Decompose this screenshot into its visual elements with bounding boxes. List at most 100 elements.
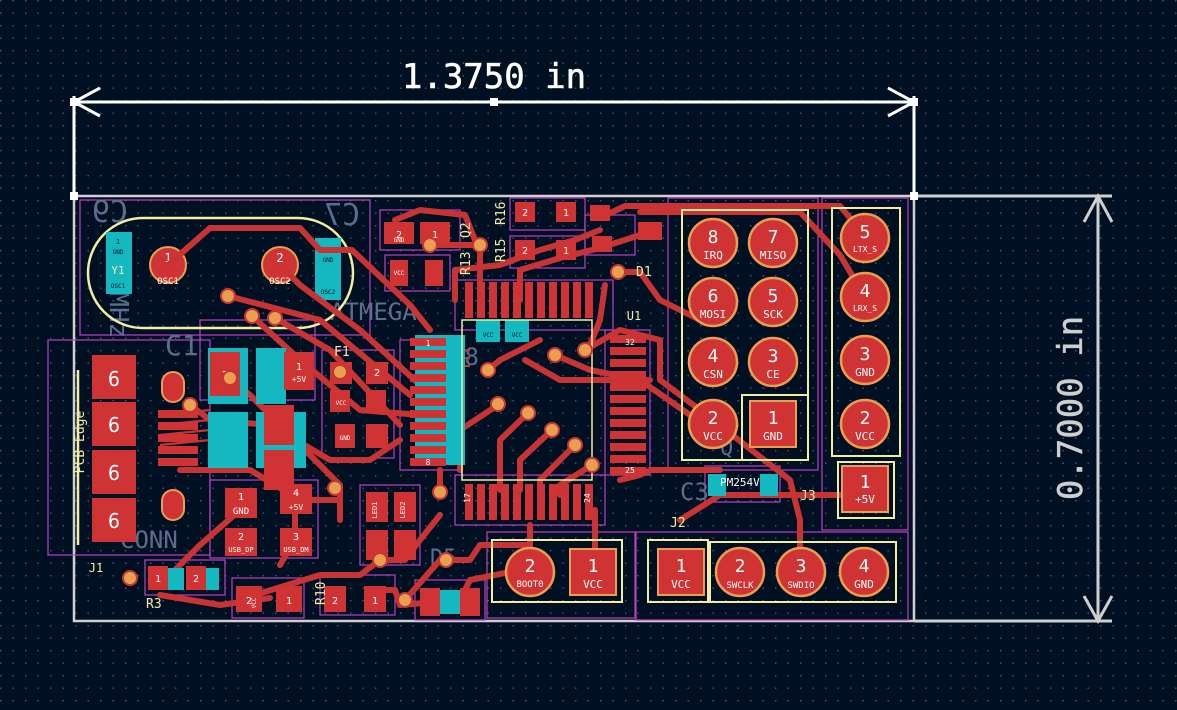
height-dimension[interactable] xyxy=(914,192,1114,625)
svg-text:OSC1: OSC1 xyxy=(111,283,126,290)
svg-text:OSC1: OSC1 xyxy=(157,277,179,287)
svg-text:4: 4 xyxy=(708,346,719,367)
svg-text:USB_DP: USB_DP xyxy=(228,546,253,554)
svg-text:CE: CE xyxy=(766,368,779,381)
svg-text:2: 2 xyxy=(708,408,719,429)
svg-text:3: 3 xyxy=(293,532,299,543)
svg-text:2: 2 xyxy=(374,368,380,379)
svg-text:4: 4 xyxy=(859,556,870,577)
svg-text:R10: R10 xyxy=(314,582,329,605)
svg-text:2: 2 xyxy=(332,596,338,607)
svg-text:GND: GND xyxy=(233,507,249,517)
svg-text:7: 7 xyxy=(768,227,779,248)
width-dimension-label: 1.3750 in xyxy=(402,57,586,97)
svg-text:8: 8 xyxy=(426,458,431,467)
svg-text:OSC2: OSC2 xyxy=(269,277,291,287)
dimension-handle[interactable] xyxy=(910,98,918,106)
header-j3[interactable] xyxy=(681,207,901,519)
svg-text:SWCLK: SWCLK xyxy=(726,581,754,591)
svg-text:2: 2 xyxy=(246,596,252,607)
svg-text:R3: R3 xyxy=(146,597,162,612)
svg-text:GND: GND xyxy=(763,430,783,443)
header-j3-pin-text: 8 IRQ 7 MISO 6 MOSI 5 SCK 4 CSN 3 CE 2 V… xyxy=(700,222,877,506)
svg-text:2: 2 xyxy=(396,230,402,241)
svg-text:C3: C3 xyxy=(680,478,709,506)
svg-text:R16: R16 xyxy=(494,202,509,225)
svg-text:2: 2 xyxy=(276,251,283,265)
header-j2[interactable] xyxy=(491,539,897,603)
svg-text:5: 5 xyxy=(860,222,871,243)
svg-text:17: 17 xyxy=(463,493,472,503)
svg-text:1: 1 xyxy=(116,238,120,246)
board-outline[interactable] xyxy=(72,194,916,623)
svg-text:4: 4 xyxy=(293,488,299,499)
svg-text:2: 2 xyxy=(525,556,536,577)
svg-text:1: 1 xyxy=(426,339,431,348)
smd-parts[interactable] xyxy=(148,202,662,616)
svg-text:2: 2 xyxy=(735,556,746,577)
svg-text:OSC2: OSC2 xyxy=(321,289,336,296)
svg-text:MISO: MISO xyxy=(760,249,787,262)
svg-text:LED1: LED1 xyxy=(371,502,379,519)
svg-text:F1: F1 xyxy=(334,345,350,360)
svg-text:6: 6 xyxy=(108,509,120,533)
svg-text:GND: GND xyxy=(855,366,875,379)
svg-text:3: 3 xyxy=(860,344,871,365)
svg-text:25: 25 xyxy=(625,466,635,475)
svg-text:D1: D1 xyxy=(636,265,652,280)
svg-text:LRX_S: LRX_S xyxy=(853,304,877,313)
svg-text:PCB Edge: PCB Edge xyxy=(73,411,88,474)
svg-text:+5V: +5V xyxy=(855,493,875,506)
svg-text:R13: R13 xyxy=(459,252,474,275)
svg-text:R15: R15 xyxy=(494,239,509,262)
svg-text:GND: GND xyxy=(394,237,405,244)
silk-labels: F1 Q2 R13 R16 R15 D1 R3 R10 J2 J3 PM254V xyxy=(146,202,816,612)
dimension-handle[interactable] xyxy=(490,98,498,106)
svg-text:Y1: Y1 xyxy=(111,264,124,277)
svg-text:PM254V: PM254V xyxy=(720,476,760,489)
svg-text:1: 1 xyxy=(676,556,687,577)
mcu-u1[interactable]: U1 32 25 24 17 8 1 xyxy=(410,282,646,520)
svg-text:LED2: LED2 xyxy=(399,502,407,519)
svg-text:2: 2 xyxy=(522,246,528,257)
header-j2-pin-text: 2 BOOT0 1 VCC 1 VCC 2 SWCLK 3 SWDIO 4 GN… xyxy=(516,556,873,591)
svg-text:J3: J3 xyxy=(800,489,816,504)
svg-text:+5V: +5V xyxy=(292,375,307,384)
svg-text:3: 3 xyxy=(768,346,779,367)
svg-text:1: 1 xyxy=(296,362,302,373)
smd-pad-nets: GND USB_DP +5V USB_DM +5V GND VCC VCC GN… xyxy=(228,237,522,608)
svg-text:1: 1 xyxy=(286,596,292,607)
svg-text:1: 1 xyxy=(164,251,171,265)
svg-text:6: 6 xyxy=(108,413,120,437)
svg-text:VCC: VCC xyxy=(483,332,494,339)
svg-text:3: 3 xyxy=(796,556,807,577)
edge-handle[interactable] xyxy=(910,192,918,200)
back-silkscreen: C9 C7 20MHz C1 ATMEGA C8 C3 CONN D5 Q xyxy=(92,195,733,571)
svg-text:GND: GND xyxy=(854,578,874,591)
vias xyxy=(122,237,626,608)
svg-text:SCK: SCK xyxy=(763,308,783,321)
svg-text:6: 6 xyxy=(108,461,120,485)
svg-text:MOSI: MOSI xyxy=(700,308,727,321)
svg-text:2: 2 xyxy=(193,574,199,585)
svg-text:VCC: VCC xyxy=(855,430,875,443)
edge-handle[interactable] xyxy=(70,192,78,200)
dimension-handle[interactable] xyxy=(70,98,78,106)
svg-text:VCC: VCC xyxy=(703,430,723,443)
svg-text:VCC: VCC xyxy=(671,578,691,591)
svg-text:VCC: VCC xyxy=(394,270,405,277)
svg-text:1: 1 xyxy=(372,596,378,607)
svg-text:J2: J2 xyxy=(670,516,686,531)
usb-connector-j1[interactable]: PCB Edge 6 6 6 6 J1 xyxy=(73,355,198,575)
svg-text:1: 1 xyxy=(563,246,569,257)
svg-text:6: 6 xyxy=(108,367,120,391)
svg-text:C9: C9 xyxy=(92,195,128,230)
svg-text:C1: C1 xyxy=(165,329,199,362)
svg-text:VCC: VCC xyxy=(251,597,258,608)
svg-text:1: 1 xyxy=(238,492,244,503)
svg-text:1: 1 xyxy=(588,556,599,577)
svg-text:BOOT0: BOOT0 xyxy=(516,580,543,590)
svg-text:+5V: +5V xyxy=(289,503,304,512)
svg-text:5: 5 xyxy=(768,286,779,307)
